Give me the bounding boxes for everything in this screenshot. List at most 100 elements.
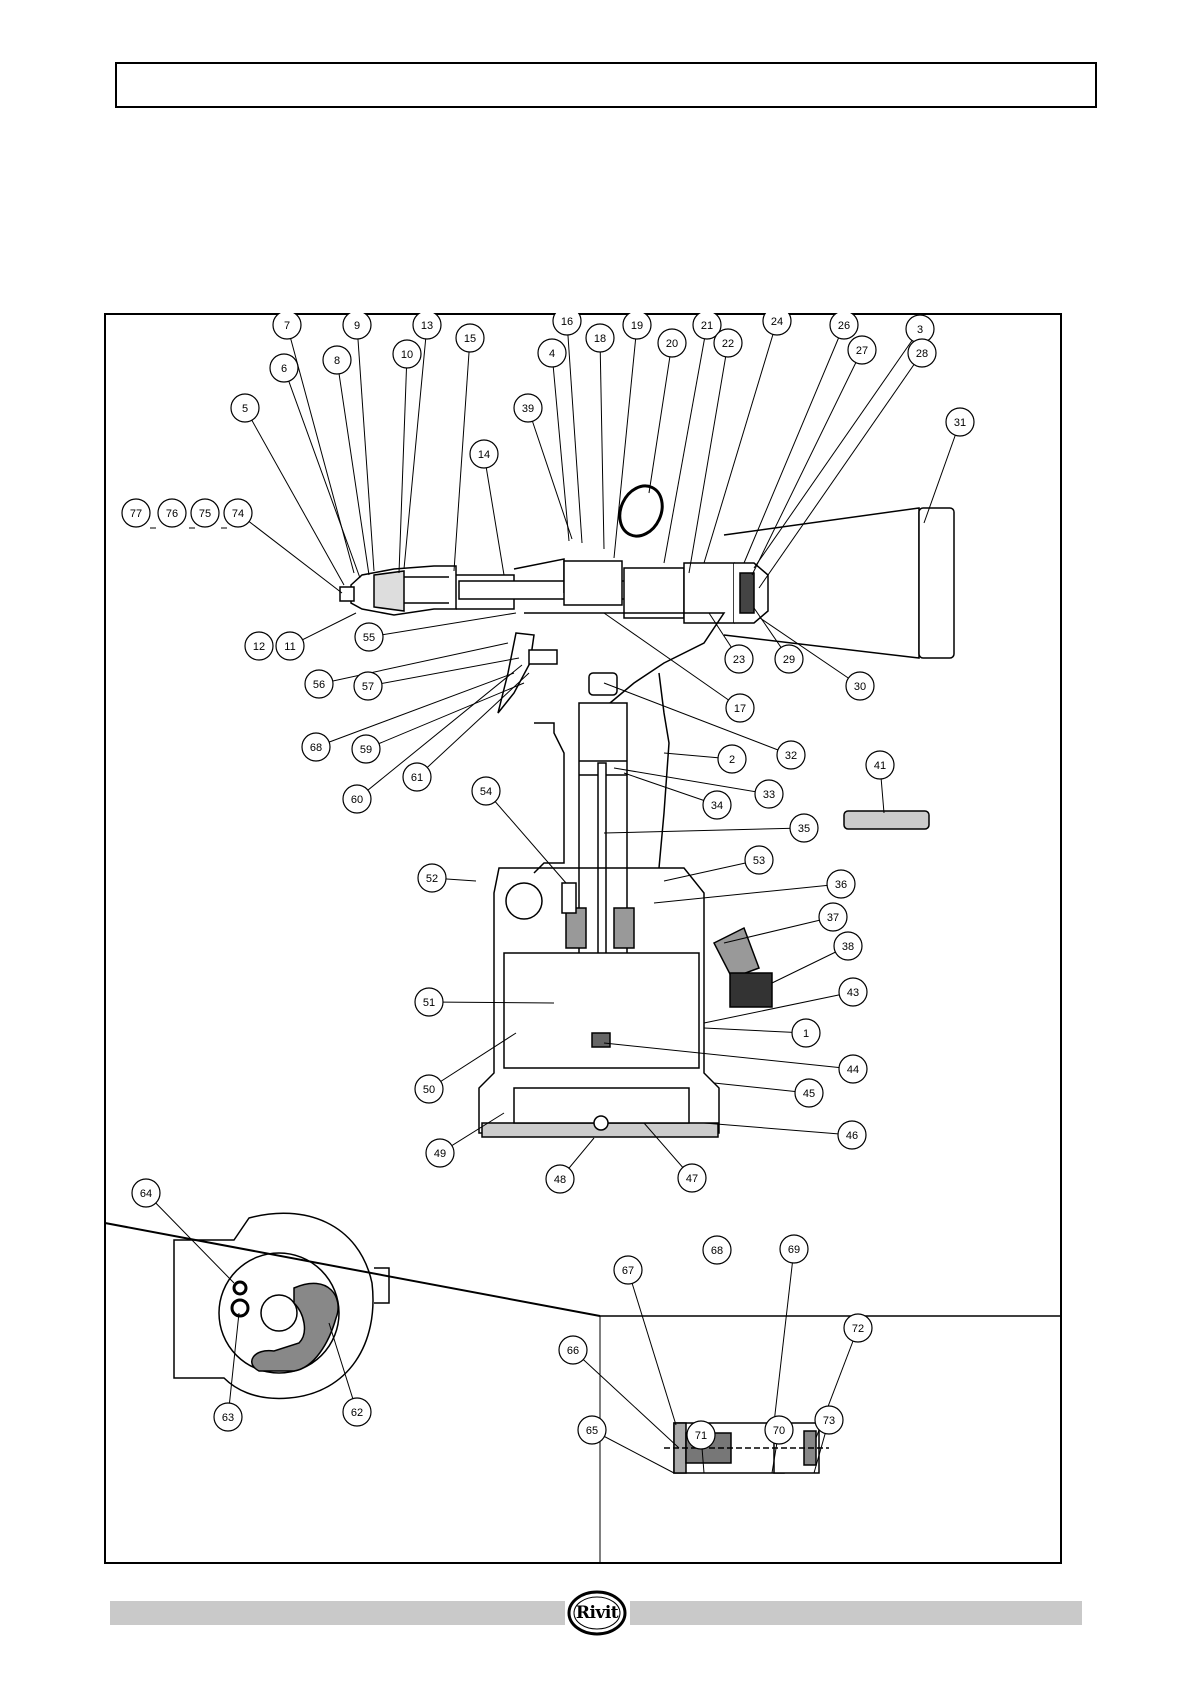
callout-label-29: 29: [783, 654, 795, 666]
seal-block-left: [566, 908, 586, 948]
callout-label-39: 39: [522, 403, 534, 415]
nozzle: [340, 587, 354, 601]
callout-label-51: 51: [423, 997, 435, 1009]
callout-label-64: 64: [140, 1188, 152, 1200]
leader-10: [399, 354, 407, 573]
callout-label-56: 56: [313, 679, 325, 691]
valve-stem: [529, 650, 557, 664]
hex-plug: [589, 673, 617, 695]
callout-labels: 1234567891011121314151617181920212223242…: [122, 313, 974, 1473]
callout-label-57: 57: [362, 681, 374, 693]
callout-label-43: 43: [847, 987, 859, 999]
header-box: [115, 62, 1097, 108]
callout-label-45: 45: [803, 1088, 815, 1100]
callout-label-71: 71: [695, 1430, 707, 1442]
callout-label-9: 9: [354, 320, 360, 332]
screw-54: [562, 883, 576, 913]
leader-30: [760, 618, 860, 686]
callout-label-17: 17: [734, 703, 746, 715]
callout-label-24: 24: [771, 316, 783, 328]
callout-label-50: 50: [423, 1084, 435, 1096]
callout-label-54: 54: [480, 786, 492, 798]
handle-front: [534, 723, 564, 873]
leader-9: [357, 325, 374, 571]
footer-bar-right: [630, 1601, 1082, 1625]
leader-67: [628, 1270, 676, 1425]
callout-label-28: 28: [916, 348, 928, 360]
callout-label-6: 6: [281, 363, 287, 375]
leader-5: [245, 408, 344, 585]
leader-20: [649, 343, 672, 493]
separator-line: [105, 1223, 600, 1316]
footer-bar-left: [110, 1601, 565, 1625]
leader-32: [604, 683, 791, 755]
callout-label-2: 2: [729, 754, 735, 766]
callout-label-4: 4: [549, 348, 555, 360]
exploded-parts-diagram: 1234567891011121314151617181920212223242…: [104, 313, 1062, 1564]
callout-label-33: 33: [763, 789, 775, 801]
spring-lines: [404, 577, 449, 603]
callout-label-77: 77: [130, 508, 142, 520]
leader-19: [614, 325, 637, 558]
leader-24: [704, 321, 777, 563]
callout-label-35: 35: [798, 823, 810, 835]
valve-block: [624, 568, 684, 618]
callout-label-41: 41: [874, 760, 886, 772]
spare-valve-41: [844, 811, 929, 829]
callout-label-60: 60: [351, 794, 363, 806]
callout-label-76: 76: [166, 508, 178, 520]
tool-drawing: [174, 479, 954, 1473]
leader-8: [337, 360, 369, 575]
callout-label-52: 52: [426, 873, 438, 885]
bottle-end: [919, 508, 954, 658]
inset-bore: [261, 1295, 297, 1331]
leader-22: [689, 343, 728, 573]
leader-69: [774, 1249, 794, 1423]
jaw-case: [374, 571, 404, 611]
leader-64: [146, 1193, 234, 1283]
callout-label-26: 26: [838, 320, 850, 332]
callout-label-37: 37: [827, 912, 839, 924]
leader-3: [754, 329, 920, 568]
callout-label-18: 18: [594, 333, 606, 345]
leader-43: [704, 992, 853, 1023]
cylinder-head: [564, 561, 622, 605]
callout-label-62: 62: [351, 1407, 363, 1419]
callout-label-7: 7: [284, 320, 290, 332]
callout-label-75: 75: [199, 508, 211, 520]
callout-label-16: 16: [561, 316, 573, 328]
callout-label-65: 65: [586, 1425, 598, 1437]
callout-label-68b: 68: [711, 1245, 723, 1257]
leader-57: [368, 658, 519, 686]
leader-15: [454, 338, 470, 571]
rivit-logo: Rivit: [567, 1590, 627, 1636]
callout-label-23: 23: [733, 654, 745, 666]
callout-label-63: 63: [222, 1412, 234, 1424]
callout-label-10: 10: [401, 349, 413, 361]
callout-label-13: 13: [421, 320, 433, 332]
callout-label-66: 66: [567, 1345, 579, 1357]
handle-rear: [659, 673, 669, 868]
callout-label-44: 44: [847, 1064, 859, 1076]
callout-label-12: 12: [253, 641, 265, 653]
callout-label-8: 8: [334, 355, 340, 367]
callout-label-19: 19: [631, 320, 643, 332]
hose-fitting: [730, 973, 772, 1007]
callout-label-72: 72: [852, 1323, 864, 1335]
callout-label-32: 32: [785, 750, 797, 762]
leader-17: [604, 613, 740, 708]
leader-36: [654, 884, 841, 903]
inset-oring-64: [234, 1282, 246, 1294]
callout-label-5: 5: [242, 403, 248, 415]
callout-label-61: 61: [411, 772, 423, 784]
callout-label-69: 69: [788, 1244, 800, 1256]
leader-39: [528, 408, 572, 539]
leader-59: [366, 683, 524, 749]
callout-label-68: 68: [310, 742, 322, 754]
callout-label-1: 1: [803, 1028, 809, 1040]
leader-68: [316, 673, 514, 747]
callout-label-46: 46: [846, 1130, 858, 1142]
callout-label-3: 3: [917, 324, 923, 336]
air-inlet: [506, 883, 542, 919]
callout-label-59: 59: [360, 744, 372, 756]
